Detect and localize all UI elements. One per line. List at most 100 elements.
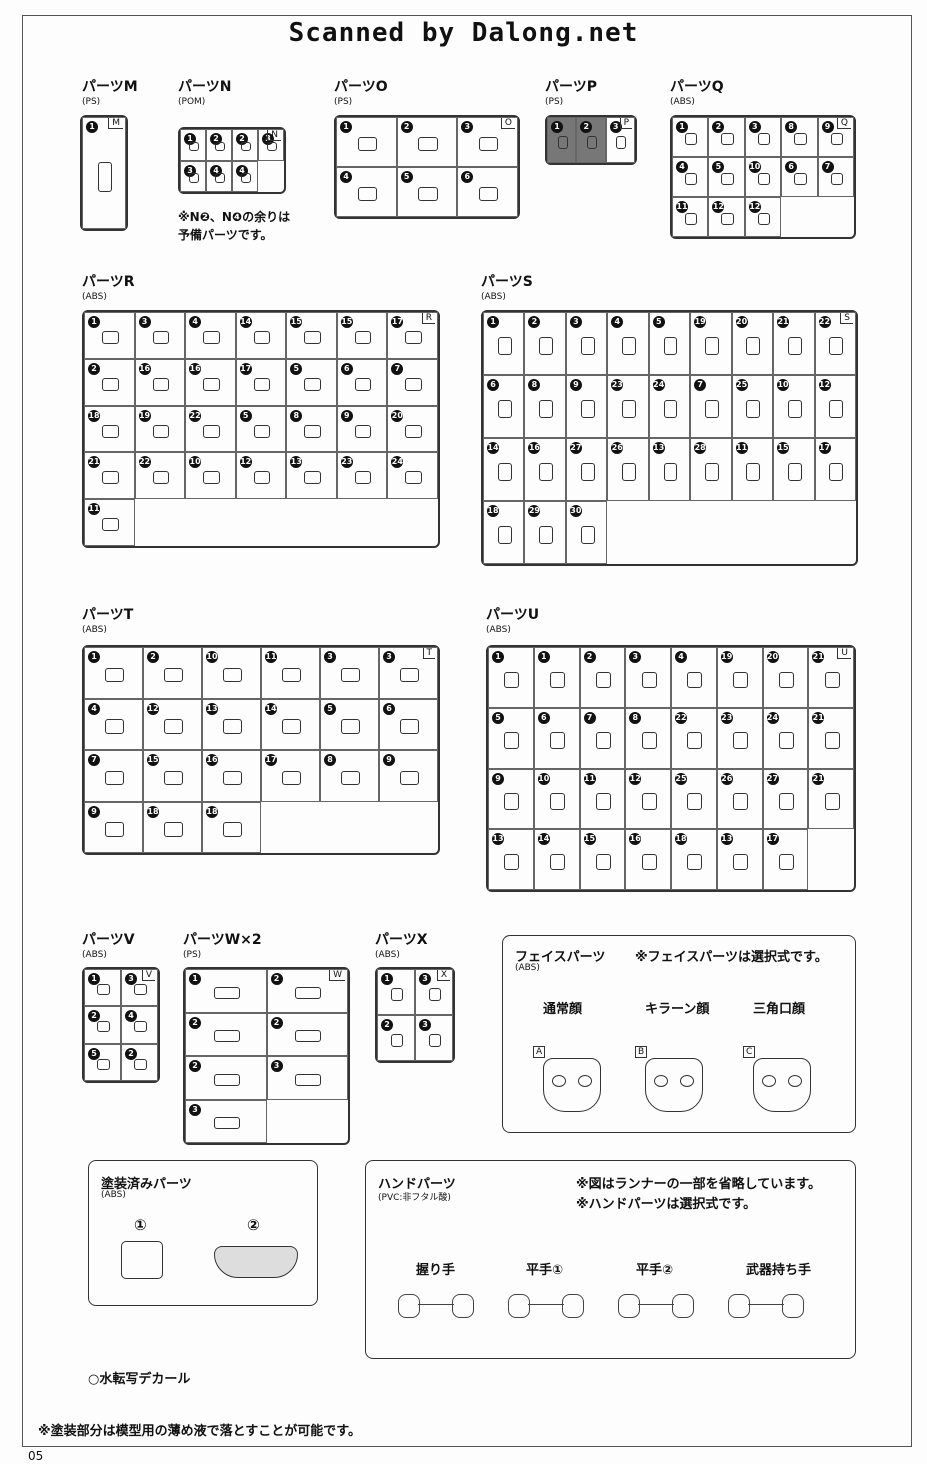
part-drawing xyxy=(478,137,499,152)
runner-part: 8 xyxy=(524,375,566,438)
part-drawing xyxy=(787,463,802,481)
part-drawing xyxy=(340,719,361,734)
part-drawing xyxy=(354,471,372,485)
part-number: 5 xyxy=(492,711,504,724)
part-drawing xyxy=(104,770,125,786)
part-number: 6 xyxy=(383,702,395,715)
runner-part: 22 xyxy=(185,405,236,453)
part-drawing xyxy=(418,187,438,202)
part-drawing xyxy=(641,853,657,871)
runner-material: (ABS) xyxy=(82,950,107,960)
runner-part: 9 xyxy=(336,405,388,453)
runner-material: (ABS) xyxy=(82,292,107,302)
runner-part: 4 xyxy=(185,312,236,359)
part-number: 6 xyxy=(785,161,798,173)
part-drawing xyxy=(418,137,438,152)
part-number: 3 xyxy=(419,1019,431,1031)
part-drawing xyxy=(295,1030,322,1043)
runner-part: 3 xyxy=(744,117,782,157)
part-number: 20 xyxy=(766,651,779,663)
runner-part: 2 xyxy=(576,117,606,163)
part-drawing xyxy=(281,719,302,734)
part-number: 10 xyxy=(748,161,761,173)
runner-part: 12 xyxy=(814,375,856,438)
part-drawing xyxy=(354,330,372,345)
part-number: 6 xyxy=(340,362,353,375)
part-number: 25 xyxy=(735,379,748,391)
runner-part: 2 xyxy=(232,129,258,161)
part-number: 2 xyxy=(270,973,283,985)
part-drawing xyxy=(241,141,251,152)
part-number: 3 xyxy=(629,651,642,663)
runner-part: 9 xyxy=(488,768,534,830)
runner-tag: V xyxy=(141,970,155,981)
runner-part: 8 xyxy=(625,707,671,769)
part-number: 6 xyxy=(537,711,550,724)
runner-name: パーツV xyxy=(82,932,135,948)
runner-name: パーツX xyxy=(375,932,428,948)
part-drawing xyxy=(580,337,595,355)
runner-tag: W xyxy=(329,970,345,981)
runner-part: 10 xyxy=(773,375,815,438)
runner-part: 23 xyxy=(336,452,388,500)
runner-tag: M xyxy=(108,118,123,129)
part-drawing xyxy=(830,133,843,145)
hand-drawing xyxy=(726,1286,806,1326)
part-drawing xyxy=(304,471,321,485)
part-number: 24 xyxy=(766,711,779,724)
runner-part: 21 xyxy=(808,768,854,830)
runner-part: 22 xyxy=(814,312,856,375)
part-drawing xyxy=(405,330,422,345)
face-option-label: 通常顔 xyxy=(543,1002,583,1017)
part-drawing xyxy=(550,853,566,871)
runner-part: 3 xyxy=(185,1099,267,1143)
part-drawing xyxy=(746,400,761,418)
runner-name: パーツR xyxy=(82,274,135,290)
part-drawing xyxy=(399,667,420,683)
runner-name: パーツT xyxy=(82,607,134,623)
part-drawing xyxy=(733,671,749,689)
part-number: 19 xyxy=(720,651,733,663)
part-drawing xyxy=(97,1021,110,1033)
runner-part: 11 xyxy=(672,197,709,237)
part-number: 22 xyxy=(675,711,687,724)
part-number: 2 xyxy=(189,1060,201,1072)
painted-part-2-drawing xyxy=(214,1246,298,1278)
part-drawing xyxy=(787,400,802,418)
part-number: 19 xyxy=(694,316,707,328)
part-number: 16 xyxy=(528,442,541,454)
runner-part: 11 xyxy=(579,768,626,830)
runner-part: 17 xyxy=(235,358,287,406)
part-drawing xyxy=(580,526,595,544)
part-drawing xyxy=(101,518,119,532)
part-number: 3 xyxy=(383,651,395,663)
part-number: 13 xyxy=(206,702,218,715)
runner-part: 20 xyxy=(762,647,809,708)
part-number: 10 xyxy=(777,379,790,391)
part-number: 2 xyxy=(88,1010,100,1023)
part-drawing xyxy=(778,793,794,810)
runner-part: 4 xyxy=(232,160,258,192)
face-parts-panel: フェイスパーツ (ABS) ※フェイスパーツは選択式です。 通常顔 A キラーン… xyxy=(502,935,856,1133)
runner-material: (POM) xyxy=(178,97,206,107)
part-number: 21 xyxy=(812,772,825,785)
part-number: 15 xyxy=(777,442,790,454)
runner-part: 21 xyxy=(84,452,135,500)
runner-R-label: パーツR (ABS) xyxy=(82,275,135,305)
runner-part: 3 xyxy=(415,969,453,1015)
part-number: 2 xyxy=(580,121,593,133)
part-drawing xyxy=(824,671,840,689)
runner-part: 1 xyxy=(82,117,126,229)
runner-part: 2 xyxy=(524,312,566,375)
part-number: 11 xyxy=(676,201,688,213)
hand-drawing xyxy=(616,1286,696,1326)
part-drawing xyxy=(595,732,611,749)
runner-part: 22 xyxy=(134,452,186,500)
part-number: 9 xyxy=(88,805,100,818)
part-number: 2 xyxy=(147,651,159,663)
runner-part: 4 xyxy=(672,157,709,197)
part-number: 24 xyxy=(391,456,404,469)
